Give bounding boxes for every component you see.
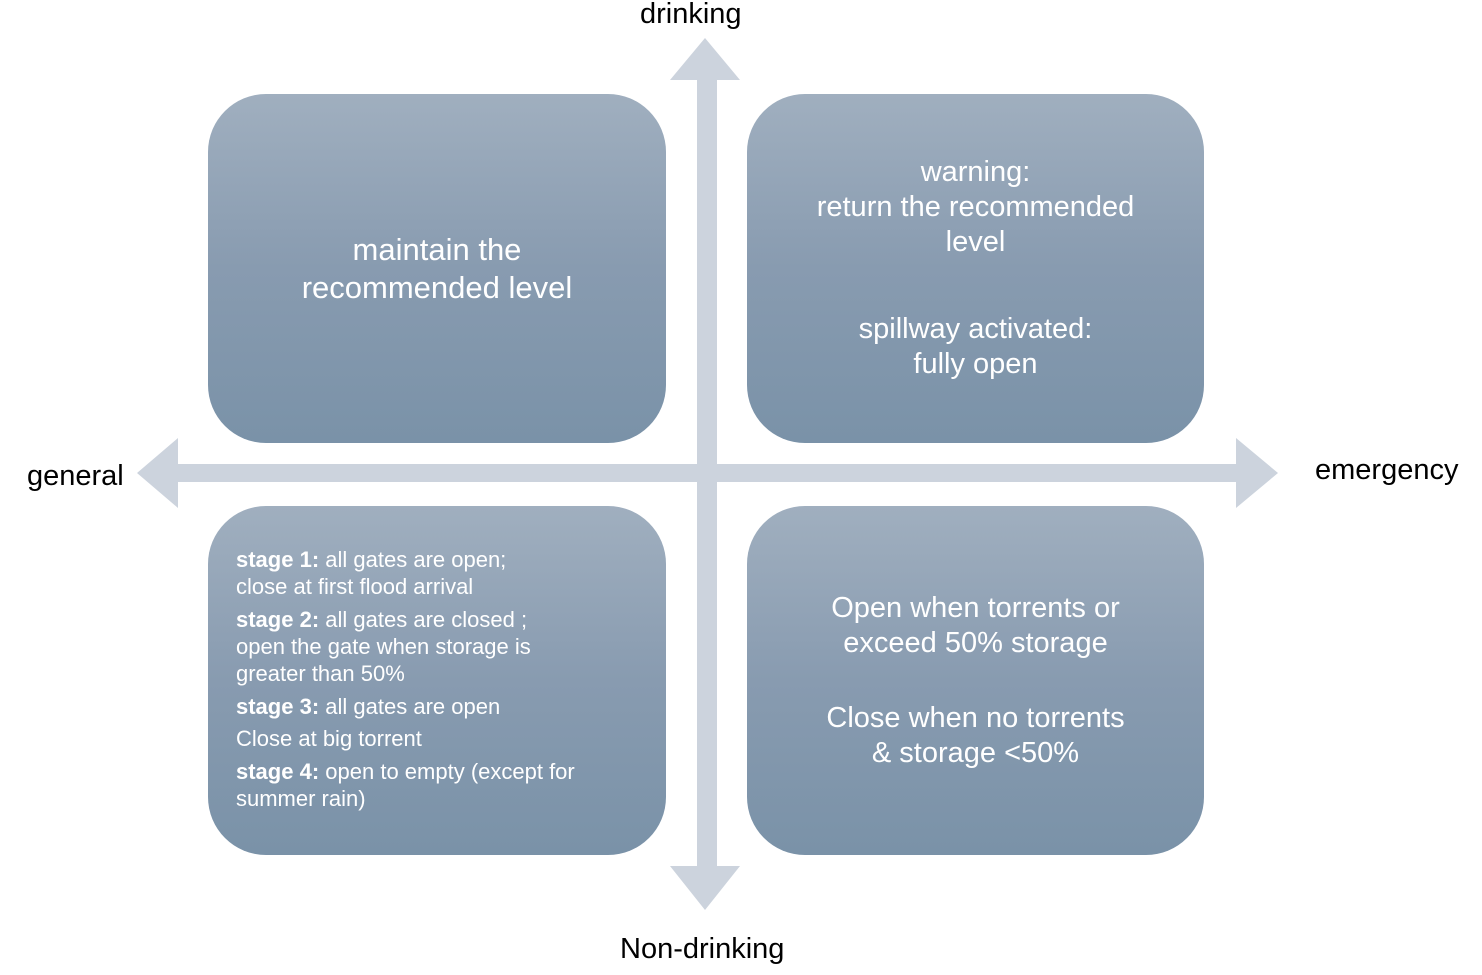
stage-text: all gates are closed ; <box>325 607 528 632</box>
quadrant-top-right: warning: return the recommended level sp… <box>747 94 1204 443</box>
stage-name: stage 3: <box>236 694 320 719</box>
stage-line: stage 4: open to empty (except for <box>236 758 666 785</box>
stage-name: stage 4: <box>236 759 320 784</box>
stage-text: close at first flood arrival <box>236 574 474 599</box>
stage-line: stage 1: all gates are open; <box>236 546 666 573</box>
stage-text: summer rain) <box>236 786 366 811</box>
warning-line: return the recommended <box>816 191 1135 223</box>
axis-label-left: general <box>27 460 124 492</box>
stage-item: stage 4: open to empty (except for summe… <box>236 758 666 812</box>
stage-text: greater than 50% <box>236 661 405 686</box>
open-rule-line: exceed 50% storage <box>843 626 1108 659</box>
quadrant-text-line: recommended level <box>301 269 573 305</box>
axis-label-bottom: Non-drinking <box>620 933 785 965</box>
stage-text: all gates are open <box>325 694 501 719</box>
spillway-line: spillway activated: <box>858 313 1093 345</box>
stage-item: stage 3: all gates are open Close at big… <box>236 693 666 752</box>
horizontal-arrow <box>137 438 1278 508</box>
close-rule-line: Close when no torrents <box>826 701 1125 734</box>
quadrant-top-left: maintain the recommended level <box>208 94 666 443</box>
stage-line: stage 3: all gates are open <box>236 693 666 720</box>
axis-label-right: emergency <box>1315 454 1459 486</box>
stage-text: open the gate when storage is <box>236 634 531 659</box>
quadrant-bottom-left: stage 1: all gates are open; close at fi… <box>208 506 666 855</box>
quadrant-text-line: maintain the <box>352 231 522 267</box>
stage-text: open to empty (except for <box>325 759 575 784</box>
open-rule-line: Open when torrents or <box>831 591 1120 624</box>
warning-line: level <box>945 226 1006 258</box>
close-rule-line: & storage <50% <box>871 736 1080 769</box>
warning-line: warning: <box>920 156 1031 188</box>
stage-name: stage 2: <box>236 607 320 632</box>
quadrant-bottom-right: Open when torrents or exceed 50% storage… <box>747 506 1204 855</box>
stage-text: all gates are open; <box>325 547 507 572</box>
spillway-line: fully open <box>913 348 1038 380</box>
stage-line: stage 2: all gates are closed ; <box>236 606 666 633</box>
stage-name: stage 1: <box>236 547 320 572</box>
stage-item: stage 1: all gates are open; close at fi… <box>236 546 666 600</box>
stage-list: stage 1: all gates are open; close at fi… <box>208 506 666 812</box>
stage-text: Close at big torrent <box>236 726 422 751</box>
stage-item: stage 2: all gates are closed ; open the… <box>236 606 666 687</box>
axis-label-top: drinking <box>640 0 742 30</box>
